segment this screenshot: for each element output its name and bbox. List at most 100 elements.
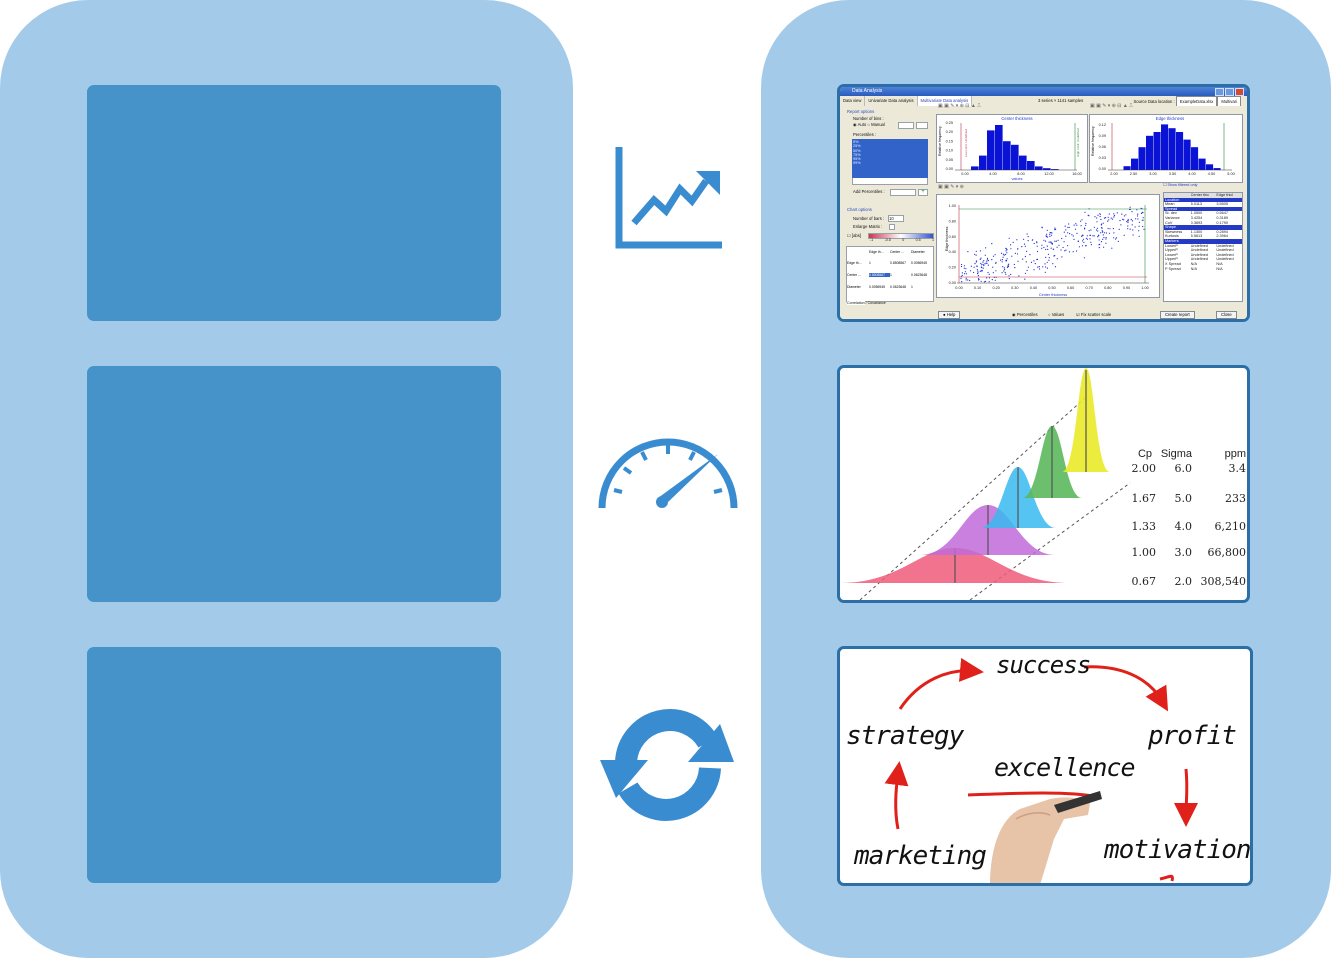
auto-radio[interactable]: Auto: [857, 122, 867, 127]
tick-label: 5.00: [1227, 172, 1234, 176]
scatter-point: [1038, 266, 1040, 268]
scatter-point: [1142, 225, 1144, 228]
bins-button[interactable]: [916, 122, 928, 129]
maximize-icon[interactable]: [1225, 88, 1234, 96]
chart-toolbar[interactable]: ▣ ▣ ✎ ▾ ⊕: [938, 184, 964, 190]
scatter-point: [985, 262, 987, 264]
scatter-point: [1036, 242, 1038, 244]
tab-multivariate[interactable]: Multivariate Data analysis: [917, 96, 973, 106]
chart-toolbar[interactable]: ▣ ▣ ✎ ▾ ⊕ ⊟ ▲ ⎍: [938, 103, 981, 109]
list-item[interactable]: 99%: [853, 161, 861, 166]
scatter-point: [1011, 255, 1013, 257]
help-button[interactable]: ● Help: [938, 311, 961, 319]
scatter-point: [1089, 238, 1091, 240]
stats-cell: 0.3189: [1216, 215, 1228, 220]
add-percentile-button[interactable]: +: [918, 189, 928, 196]
tick-label: 0.20: [949, 266, 956, 270]
scatter-point: [1090, 241, 1092, 243]
scatter-point: [1024, 272, 1026, 274]
scatter-point: [1001, 261, 1003, 263]
matrix-col-header: Diameter: [911, 250, 925, 254]
scatter-point: [1115, 238, 1117, 240]
create-report-button[interactable]: Create report: [1160, 311, 1195, 319]
scatter-point: [1033, 242, 1035, 245]
list-item[interactable]: 95%: [853, 157, 861, 162]
scatter-point: [1132, 229, 1134, 231]
scatter-point: [1113, 216, 1115, 218]
correlation-slider[interactable]: [868, 233, 934, 239]
radio-values[interactable]: ○ Values: [1048, 312, 1065, 317]
close-icon[interactable]: [1235, 88, 1244, 96]
scatter-point: [992, 255, 995, 257]
scatter-point: [1005, 259, 1007, 261]
scatter-point: [1130, 219, 1132, 221]
scatter-point: [1093, 235, 1095, 237]
tab-correlation[interactable]: Correlation: [847, 301, 865, 305]
scatter-point: [1000, 259, 1002, 261]
abs-option[interactable]: ☐ [abs]: [847, 233, 862, 238]
list-item[interactable]: 50%: [853, 148, 861, 153]
scatter-point: [1033, 260, 1035, 262]
tab-covariance[interactable]: Covariance: [867, 301, 886, 305]
stats-cell: 1.0500: [1190, 211, 1203, 216]
scatter-point: [976, 269, 978, 271]
histogram-bar: [1003, 141, 1011, 170]
scatter-point: [1003, 270, 1005, 272]
scatter-point: [1127, 221, 1129, 224]
scatter-point: [1054, 266, 1057, 268]
scatter-point: [988, 277, 990, 279]
list-item[interactable]: 5%: [853, 140, 859, 144]
list-item[interactable]: 75%: [853, 152, 861, 157]
chart-toolbar[interactable]: ▣ ▣ ✎ ▾ ⊕ ⊟ ▲ ⎍: [1090, 103, 1133, 109]
list-item[interactable]: 25%: [853, 144, 861, 149]
bins-input[interactable]: [898, 122, 914, 129]
tab-data-view[interactable]: Data view: [840, 96, 866, 106]
add-percentile-input[interactable]: [890, 189, 916, 196]
scatter-point: [1107, 220, 1109, 222]
enlarge-matrix-checkbox[interactable]: [889, 224, 895, 230]
scatter-point: [1058, 244, 1060, 246]
scatter-point: [1046, 236, 1049, 238]
scatter-point: [1078, 246, 1080, 248]
manual-radio[interactable]: Manual: [871, 122, 885, 127]
scatter-point: [1131, 224, 1133, 226]
matrix-cell: 0.8508567: [869, 273, 890, 277]
scatter-point: [1029, 254, 1031, 256]
scatter-point: [1137, 213, 1139, 215]
tick-label: 0.06: [1099, 145, 1106, 149]
scatter-point: [1082, 238, 1085, 240]
scatter-point: [1001, 272, 1003, 274]
show-filtered-option[interactable]: ☐ Show filtered only: [1163, 183, 1198, 187]
scatter-point: [1041, 247, 1043, 249]
scatter-point: [991, 243, 993, 245]
scatter-point: [964, 271, 966, 273]
close-button[interactable]: Close: [1216, 311, 1237, 319]
radio-percentiles[interactable]: ◉ Percentiles: [1012, 312, 1038, 317]
scatter-point: [1092, 235, 1094, 237]
scatter-point: [1026, 250, 1028, 252]
scatter-point: [1103, 232, 1106, 234]
histogram-bar: [1146, 135, 1154, 170]
percentiles-list[interactable]: 5% 25% 50% 75% 95% 99%: [852, 139, 928, 179]
scatter-point: [1046, 245, 1048, 247]
minimize-icon[interactable]: [1215, 88, 1224, 96]
tick-label: 0.00: [1099, 167, 1106, 171]
tick-label: 8.00: [1017, 172, 1024, 176]
scatter-point: [969, 279, 971, 282]
tab-univariate[interactable]: Univariate Data analysis: [865, 96, 918, 106]
fix-scale-checkbox[interactable]: ☑ Fix scatter scale: [1076, 312, 1112, 317]
scatter-point: [1024, 255, 1026, 258]
business-cycle-image: success profit strategy excellence marke…: [837, 646, 1253, 886]
cp-value: 1.33: [1131, 520, 1157, 533]
series-info: 3 series × 1141 samples: [1038, 98, 1084, 103]
scatter-point: [973, 271, 975, 274]
tick-label: 0: [902, 238, 905, 242]
matrix-cell: 0.0623648: [890, 285, 907, 289]
scatter-point: [1085, 237, 1087, 239]
number-of-bars-input[interactable]: 10: [888, 215, 904, 222]
scatter-point: [1055, 240, 1057, 242]
ppm-value: 308,540: [1200, 575, 1247, 588]
number-of-bars-label: Number of bars :: [853, 216, 885, 221]
